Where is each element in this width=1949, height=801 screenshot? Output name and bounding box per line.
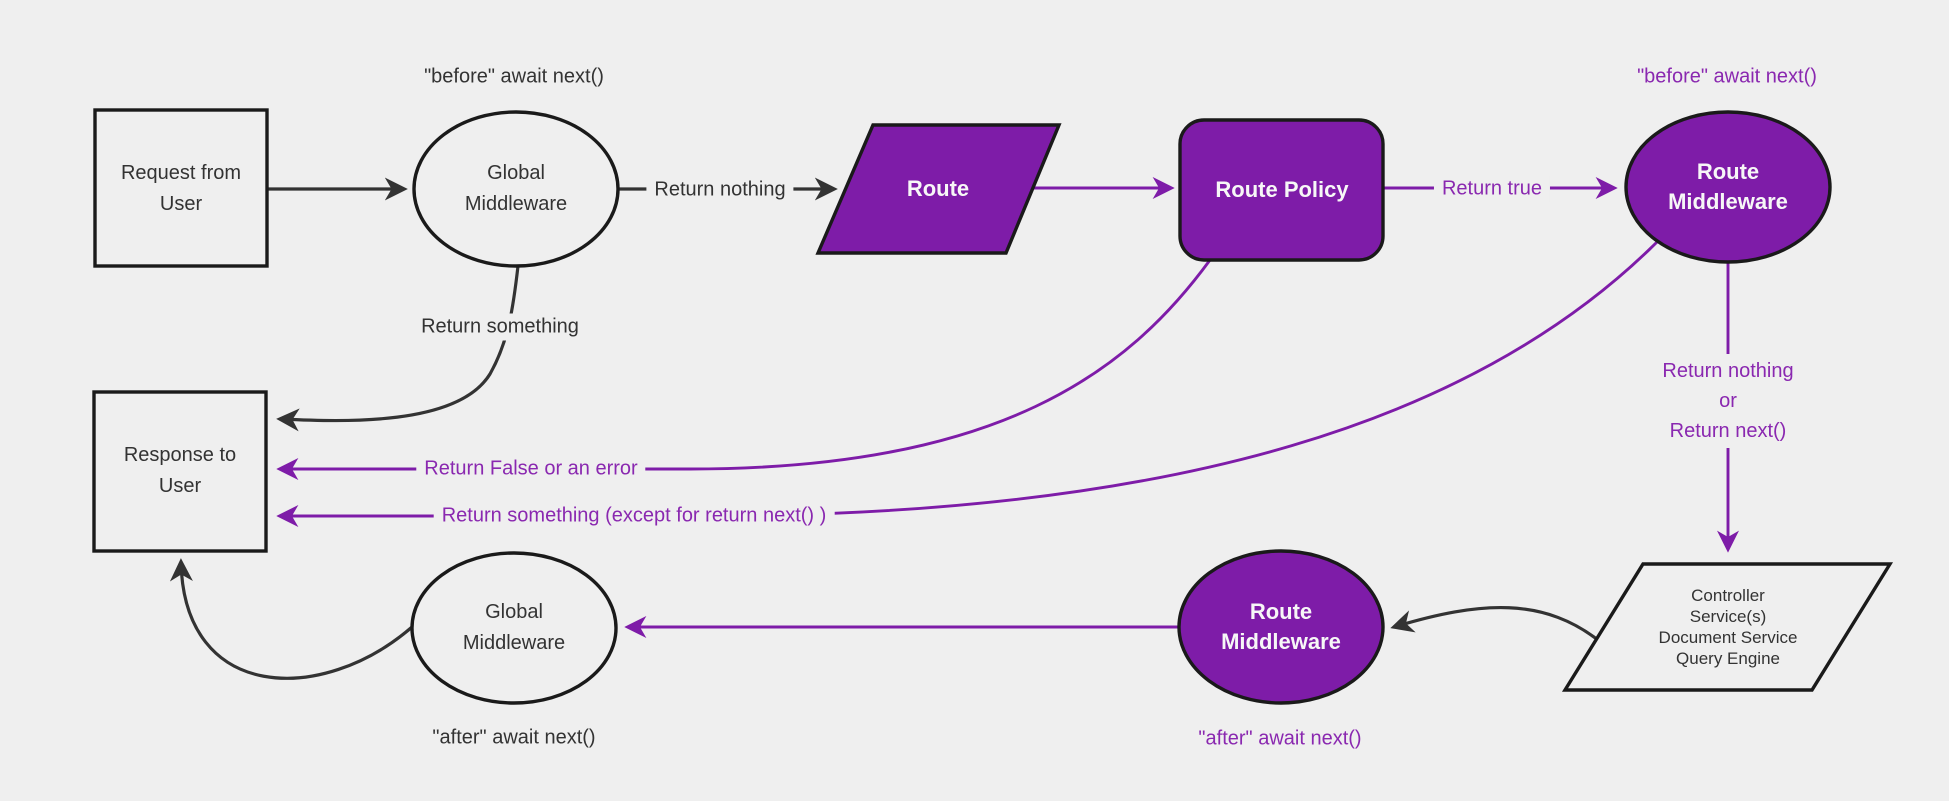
edge-route-policy-return-false: [276, 259, 1212, 481]
controller-services-parallelogram: [1561, 562, 1894, 692]
route-parallelogram: [815, 123, 1062, 255]
route-middleware-bottom-ellipse: [1177, 549, 1385, 705]
response-to-user-box: [92, 390, 268, 553]
global-middleware-bottom-ellipse: [410, 551, 618, 705]
route-policy-box: [1178, 118, 1385, 262]
route-middleware-top-ellipse: [1624, 110, 1832, 264]
request-from-user-box: [93, 108, 269, 268]
global-middleware-top-ellipse: [412, 110, 620, 268]
edge-controller-to-route-middleware-bottom: [1390, 606, 1605, 646]
edge-global-middleware-bottom-to-response: [169, 558, 414, 680]
edge-global-middleware-return-something: [276, 265, 520, 432]
edge-route-middleware-return-something: [276, 240, 1659, 528]
